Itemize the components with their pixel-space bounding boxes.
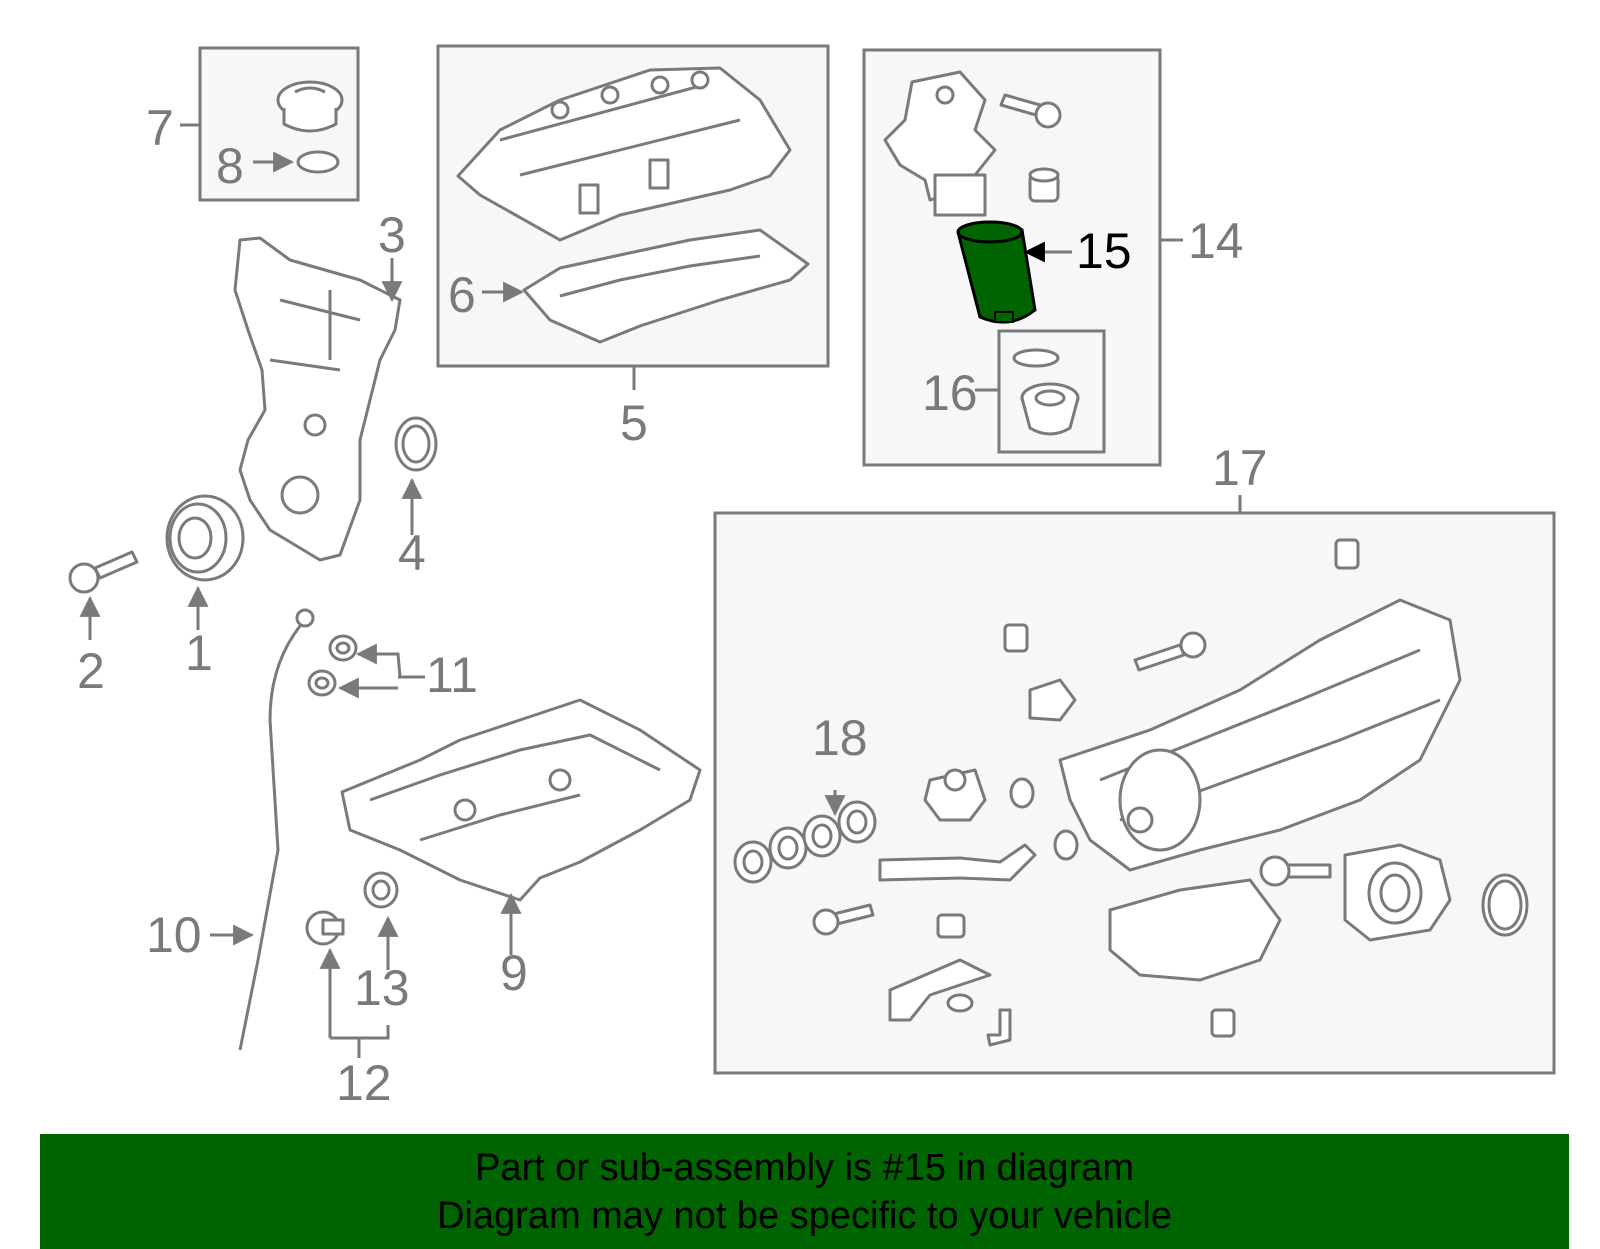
callout-14: 14 xyxy=(1188,213,1244,269)
pulley-bolt xyxy=(68,550,139,594)
callout-12: 12 xyxy=(336,1055,392,1111)
callout-18: 18 xyxy=(812,710,868,766)
callout-10: 10 xyxy=(146,907,202,963)
manifold-bolts xyxy=(812,631,1332,936)
oil-filter-housing xyxy=(883,70,997,217)
callout-7: 7 xyxy=(146,100,174,156)
manifold-small-fittings xyxy=(936,538,1360,1047)
engine-cover-shield xyxy=(1108,878,1282,982)
callout-13: 13 xyxy=(354,960,410,1016)
egr-pipe xyxy=(878,843,1037,882)
leader-lines xyxy=(79,123,1242,1058)
dipstick xyxy=(238,608,315,1051)
filter-cap xyxy=(1020,382,1080,436)
callout-16: 16 xyxy=(922,365,978,421)
callout-6: 6 xyxy=(448,267,476,323)
oil-filler-cap xyxy=(276,80,344,133)
crankshaft-pulley xyxy=(165,494,245,582)
drain-plug xyxy=(305,910,345,946)
housing-sleeve xyxy=(1028,167,1060,203)
callout-1: 1 xyxy=(185,625,213,681)
throttle-body-gasket xyxy=(1481,873,1529,937)
filter-cap-oring xyxy=(1012,348,1060,368)
dipstick-washers xyxy=(307,634,358,697)
banner-line-1: Part or sub-assembly is #15 in diagram xyxy=(475,1146,1134,1189)
callout-11: 11 xyxy=(426,647,478,703)
callout-8: 8 xyxy=(216,138,244,194)
callout-15: 15 xyxy=(1076,223,1132,279)
throttle-body xyxy=(1343,843,1452,942)
callout-5: 5 xyxy=(620,395,648,451)
valve-cover xyxy=(456,66,792,242)
callout-3: 3 xyxy=(378,207,406,263)
housing-bolt xyxy=(999,93,1062,129)
bracket xyxy=(888,958,992,1022)
map-sensor xyxy=(1028,678,1077,722)
info-banner: Part or sub-assembly is #15 in diagram D… xyxy=(40,1134,1569,1249)
intake-gaskets xyxy=(733,800,877,884)
callout-9: 9 xyxy=(500,945,528,1001)
front-crank-seal xyxy=(394,416,438,472)
manifold-o-rings xyxy=(946,777,1079,1013)
intake-manifold xyxy=(1058,598,1462,872)
callout-4: 4 xyxy=(398,525,426,581)
oil-filter-element xyxy=(956,220,1037,324)
callout-17: 17 xyxy=(1212,440,1268,496)
oil-cap-seal xyxy=(296,150,340,174)
callout-2: 2 xyxy=(77,643,105,699)
timing-cover xyxy=(233,236,402,562)
banner-line-2: Diagram may not be specific to your vehi… xyxy=(437,1194,1172,1237)
drain-plug-gasket xyxy=(363,871,399,909)
oil-pan xyxy=(340,698,702,902)
egr-valve xyxy=(923,768,987,822)
